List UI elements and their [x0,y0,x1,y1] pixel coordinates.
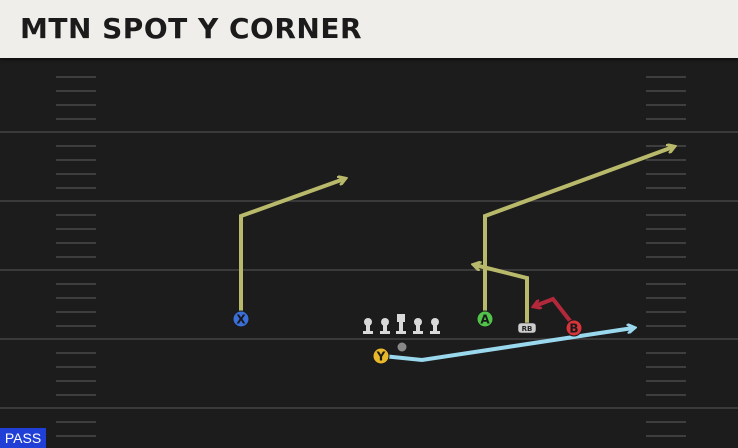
player-x[interactable]: X [232,310,250,328]
player-y[interactable]: Y [372,347,390,365]
player-rb-label: RB [522,325,533,333]
offensive-line [363,314,440,334]
yard-lines [0,131,738,409]
play-title: MTN SPOT Y CORNER [20,12,363,45]
route-y [382,328,633,363]
play-type-badge: PASS [0,428,46,448]
lineman-icon [430,318,440,334]
player-b[interactable]: B [565,319,583,337]
title-bar: MTN SPOT Y CORNER [0,0,738,58]
lineman-icon [380,318,390,334]
player-x-label: X [236,313,246,327]
route-b [535,296,576,328]
lineman-icon [413,318,423,334]
player-rb[interactable]: RB [517,322,537,334]
player-a[interactable]: A [476,310,494,328]
hash-marks-left [56,76,96,437]
lineman-icon [363,318,373,334]
route-a [483,147,673,318]
player-y-label: Y [376,350,386,364]
quarterback-icon [397,342,407,352]
hash-marks-right [646,76,686,437]
route-rb [475,265,529,326]
player-a-label: A [480,313,490,327]
center-icon [396,314,406,334]
route-x [239,179,344,318]
player-b-label: B [569,322,578,336]
